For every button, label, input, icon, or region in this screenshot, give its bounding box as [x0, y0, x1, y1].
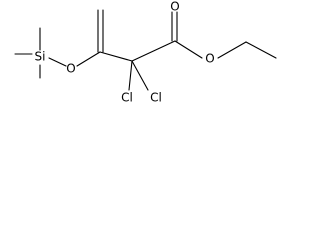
bond-ethyl-methyl [245, 41, 277, 59]
ether-oxygen-label: O [66, 62, 75, 76]
bond-c2-chlorine-left [128, 60, 133, 91]
bond-c2-chlorine-right [131, 60, 149, 91]
silicon-atom-label: Si [35, 50, 46, 64]
enol-ether-carbon-chain [76, 9, 133, 67]
trimethylsilyl-group [14, 27, 67, 79]
dichloro-carbon [128, 40, 176, 91]
ethyl-ester-group [171, 11, 277, 59]
bond-c3-c2 [99, 51, 133, 62]
ester-oxygen-label: O [205, 52, 214, 66]
chemical-structure: Si O O O Cl Cl [14, 0, 277, 105]
bond-carbonyl-ester-oxygen [174, 40, 203, 59]
carbonyl-oxygen-label: O [170, 0, 179, 14]
bond-oxygen-c3 [76, 51, 101, 67]
chlorine-right-label: Cl [150, 91, 162, 105]
chlorine-left-label: Cl [121, 91, 133, 105]
bond-c2-carbonyl-carbon [131, 40, 176, 62]
bond-si-oxygen [48, 57, 67, 67]
bond-ester-oxygen-ethyl [217, 41, 247, 59]
